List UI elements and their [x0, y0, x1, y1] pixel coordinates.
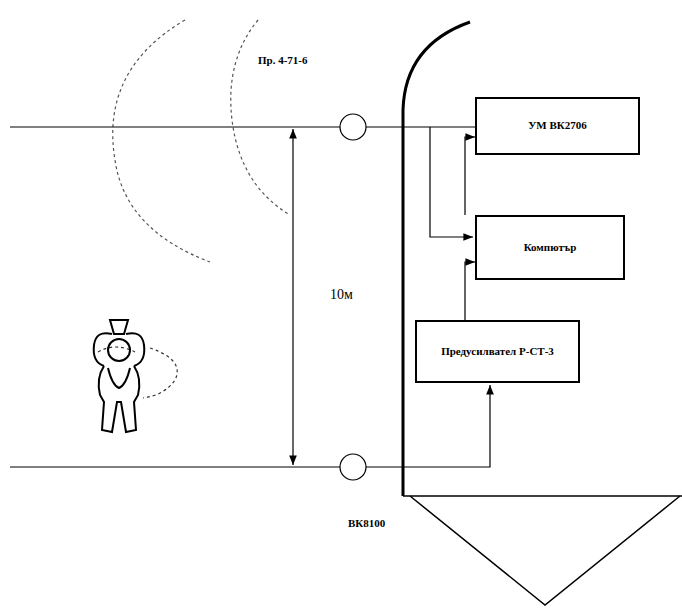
process-box: Компютър	[475, 215, 625, 280]
box-label: УМ ВК2706	[528, 119, 587, 133]
sound-wave	[113, 20, 210, 262]
part-name: Пр. 4-71-6	[258, 54, 308, 66]
boundary-line	[10, 467, 340, 468]
dimension-label: 10м	[330, 287, 353, 303]
sound-wave	[231, 20, 290, 215]
signal-connector	[465, 137, 475, 215]
speaker-symbol	[340, 114, 366, 140]
dimension-arrow	[292, 129, 293, 465]
person-figure	[94, 320, 145, 432]
boundary-line	[10, 127, 340, 128]
process-box: Предусилвател Р-СТ-3	[415, 320, 580, 383]
signal-wire	[366, 127, 490, 467]
box-label: Компютър	[524, 241, 577, 255]
microphone-symbol	[340, 454, 366, 480]
part-name: ВК8100	[348, 517, 385, 529]
housing-outline	[403, 22, 682, 605]
sound-wave	[143, 348, 177, 398]
process-box: УМ ВК2706	[475, 97, 640, 155]
signal-connector	[465, 262, 475, 320]
box-label: Предусилвател Р-СТ-3	[441, 345, 554, 359]
